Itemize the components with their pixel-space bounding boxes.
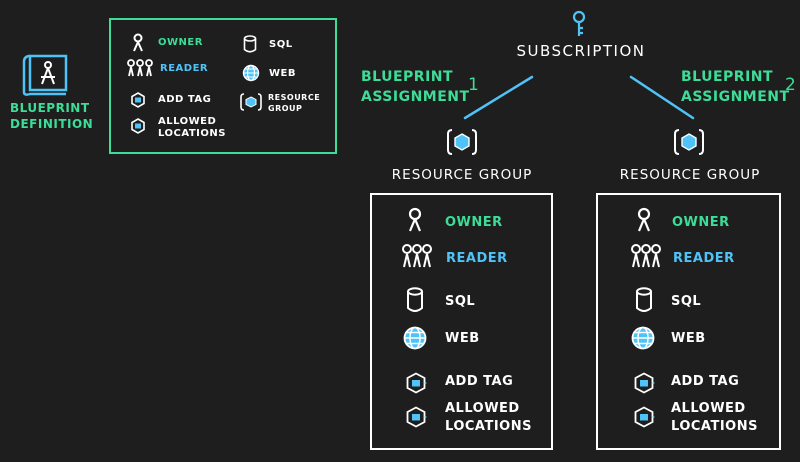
web-globe-icon [631,326,655,350]
sql-database-icon [243,35,257,53]
owner-icon [133,33,143,52]
legend-allowed-label-1: Allowed [158,116,217,127]
rg1-web-label: Web [445,331,480,346]
blueprint-icon [22,52,100,96]
resource-group-2-title: Resource Group [619,167,761,183]
assignment-2-label: Blueprint Assignment [681,67,790,107]
web-globe-icon [242,64,260,82]
legend-rg-label-1: Resource [268,93,321,102]
owner-icon [637,207,651,232]
sql-database-icon [407,287,423,312]
legend-box [109,18,337,154]
assignment-1-label: Blueprint Assignment [361,67,470,107]
resource-group-2-icon [673,128,705,156]
rg1-allowed-label-1: Allowed [445,401,520,416]
rg2-owner-label: Owner [672,215,730,230]
resource-group-1-icon [446,128,478,156]
rg2-reader-label: Reader [673,251,735,266]
rg2-allowed-label-2: Locations [671,419,758,434]
reader-icon [631,244,661,268]
blueprint-definition-line1: Blueprint [10,101,90,115]
legend-owner-label: Owner [158,37,203,48]
assignment-1-line2: Assignment [361,89,470,105]
assignment-2-number: 2 [785,75,796,95]
rg2-allowed-label-1: Allowed [671,401,746,416]
web-globe-icon [403,326,427,350]
resource-group-2-box [596,193,781,450]
resource-group-1-box [370,193,553,450]
assignment-1-line1: Blueprint [361,69,454,85]
resource-group-1-title: Resource Group [391,167,533,183]
reader-icon [127,59,153,77]
blueprint-definition: Blueprint Definition [10,52,100,132]
connector-right [629,75,695,120]
rg1-add-tag-label: Add Tag [445,374,514,389]
rg2-add-tag-label: Add Tag [671,374,740,389]
policy-icon [406,406,427,428]
legend-web-label: Web [269,68,296,79]
legend-sql-label: SQL [269,39,293,50]
subscription-key-icon [571,10,587,38]
legend-allowed-label-2: Locations [158,128,226,139]
rg1-reader-label: Reader [446,251,508,266]
assignment-1-number: 1 [468,75,479,95]
reader-icon [402,244,432,268]
policy-icon [131,92,145,108]
rg1-owner-label: Owner [445,215,503,230]
rg1-allowed-label-2: Locations [445,419,532,434]
assignment-2-line2: Assignment [681,89,790,105]
policy-icon [131,118,145,134]
rg2-web-label: Web [671,331,706,346]
legend-add-tag-label: Add Tag [158,94,212,105]
connector-left [463,75,534,120]
blueprint-definition-line2: Definition [10,117,94,131]
policy-icon [406,372,427,394]
legend-rg-label-2: Group [268,104,303,113]
owner-icon [408,207,422,232]
subscription-label: Subscription [516,42,646,60]
policy-icon [634,406,655,428]
resource-group-icon [240,93,262,111]
sql-database-icon [636,287,652,312]
policy-icon [634,372,655,394]
rg2-sql-label: SQL [671,294,702,309]
legend-reader-label: Reader [160,63,209,74]
rg1-sql-label: SQL [445,294,476,309]
assignment-2-line1: Blueprint [681,69,774,85]
